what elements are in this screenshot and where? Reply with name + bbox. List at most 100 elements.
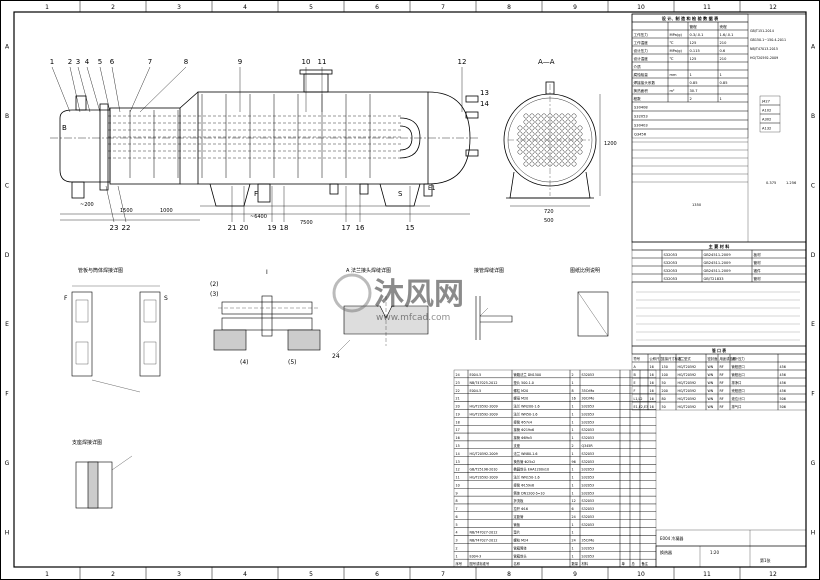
row-label-right: G (811, 460, 816, 467)
table-cell-text: 法兰 WN150-1.6 (514, 475, 540, 480)
table-cell-text: 456 (780, 365, 786, 369)
table-cell-text: S32053 (582, 428, 595, 432)
col-label-top: 1 (45, 4, 49, 11)
tube-hole (565, 131, 571, 137)
table-cell-text: 符号 (634, 356, 641, 361)
standard-line: GB150.1~150.4-2011 (750, 38, 786, 42)
tube-bundle (108, 115, 402, 159)
table-cell-text: 24 (572, 515, 576, 519)
table-cell-text: 接管 Φ57x4 (514, 419, 532, 424)
part-number-label: 4 (85, 58, 90, 66)
leader-line (117, 185, 127, 223)
table-cell-text: L1,L2 (634, 397, 643, 401)
table-cell-text: 125 (690, 41, 697, 45)
table-cell-text: 22 (456, 389, 460, 393)
detail5-frame (577, 291, 609, 337)
table-cell-text: 管箱法兰 DN1500 (514, 372, 542, 377)
row-label-left: F (5, 391, 9, 398)
table-title: 设 计、制 造 和 检 验 数 据 表 (662, 15, 719, 21)
nozzle-drain-1 (329, 183, 339, 195)
table-cell-text: 法兰 WN80-1.6 (514, 451, 538, 456)
tube-hole (571, 161, 577, 167)
standard-line: HG/T20592-2009 (750, 56, 778, 60)
detail6-plate (87, 461, 99, 509)
detail5-diagonal (577, 291, 609, 337)
tube-hole (571, 113, 577, 119)
table-cell-text: HG/T20592-2009 (470, 476, 498, 480)
leader-line (86, 66, 101, 113)
tube-hole (559, 113, 565, 119)
tube-hole (577, 131, 583, 137)
part-number-label: 5 (98, 58, 102, 66)
row-label-left: D (5, 252, 10, 259)
table-cell-text: 接管 Φ219x6 (514, 427, 535, 432)
table-cell-text: 456 (780, 373, 786, 377)
tube-hole (523, 149, 529, 155)
detail2-mark-2: (2) (210, 281, 219, 288)
detail1-slot-2 (75, 341, 89, 365)
top-nozzle-flange (299, 69, 333, 75)
table-cell-text: 3 (456, 539, 458, 543)
table-cell-text: S32053 (582, 412, 595, 416)
dim-6400: ~6400 (250, 214, 267, 220)
table-cell-text: HG/T20592 (678, 365, 697, 369)
table-cell-text: 16 (572, 397, 576, 401)
table-cell-text: 折流板 (514, 498, 525, 503)
table-cell (777, 401, 807, 411)
table-cell-text: E004-5 (470, 389, 482, 393)
tube-hole (529, 161, 535, 167)
table-cell-text: 1 (572, 523, 574, 527)
table-cell-text: S32053 (582, 420, 595, 424)
table-cell-text: 30CrMo (582, 397, 595, 401)
table-cell-text: S32053 (582, 491, 595, 495)
table-cell-text: m² (670, 89, 676, 93)
tube-hole (529, 149, 535, 155)
table-cell-text: 125 (690, 57, 697, 61)
table-cell-text: HG/T20592-2009 (470, 452, 498, 456)
table-cell-text: S32053 (582, 483, 595, 487)
table-cell-text: 定距管 (514, 514, 525, 519)
table-cell-text: 80 (662, 397, 666, 401)
part-number-label: 20 (240, 224, 249, 232)
title-project: E004 冷凝器 (660, 535, 683, 541)
table-cell-text: 16 (650, 365, 654, 369)
value-right: 0.375 (766, 181, 776, 185)
table-cell-text: 6 (456, 515, 458, 519)
section-dim-1200: 1200 (604, 141, 617, 147)
tube-hole (535, 149, 541, 155)
col-label-top: 2 (111, 4, 115, 11)
detail2-mark-3: (3) (210, 291, 219, 298)
table-cell-text: RF (720, 373, 724, 377)
watermark-logo-icon (332, 273, 372, 313)
table-cell-text: 150 (662, 365, 668, 369)
table-cell (759, 122, 781, 133)
table-cell-text: HG/T20592 (678, 389, 697, 393)
baffles (129, 94, 371, 178)
table-cell-text: GB/T21833 (704, 277, 724, 281)
table-cell-text: 20 (456, 405, 460, 409)
watermark-text: 沐风网 (374, 277, 464, 312)
tube-hole (541, 155, 547, 161)
detail-bolted-joint (213, 295, 321, 351)
table-cell-text: 35CrMo (582, 539, 595, 543)
col-label-top: 10 (637, 4, 645, 11)
col-label-bottom: 7 (441, 571, 445, 578)
row-label-left: E (5, 321, 9, 328)
table-cell-text: 法兰型式 (678, 356, 692, 361)
tube-hole (553, 143, 559, 149)
table-cell-text: 换热管 Φ25x2 (514, 459, 536, 464)
table-cell-text: 0.6 (720, 49, 726, 53)
table-cell-text: S32053 (582, 515, 595, 519)
table-cell-text: 16 (650, 389, 654, 393)
col-label-top: 12 (769, 4, 777, 11)
table-cell-text: WN (708, 405, 714, 409)
row-label-right: B (811, 113, 815, 120)
row-label-left: B (5, 113, 9, 120)
part-number-label: 21 (228, 224, 237, 232)
detail1-left-plate (71, 291, 93, 377)
table-cell-text: 总 (632, 561, 636, 566)
table-cell-text: S32053 (582, 405, 595, 409)
tube-hole (571, 143, 577, 149)
table-cell-text: 法兰 WN50-1.6 (514, 411, 538, 416)
